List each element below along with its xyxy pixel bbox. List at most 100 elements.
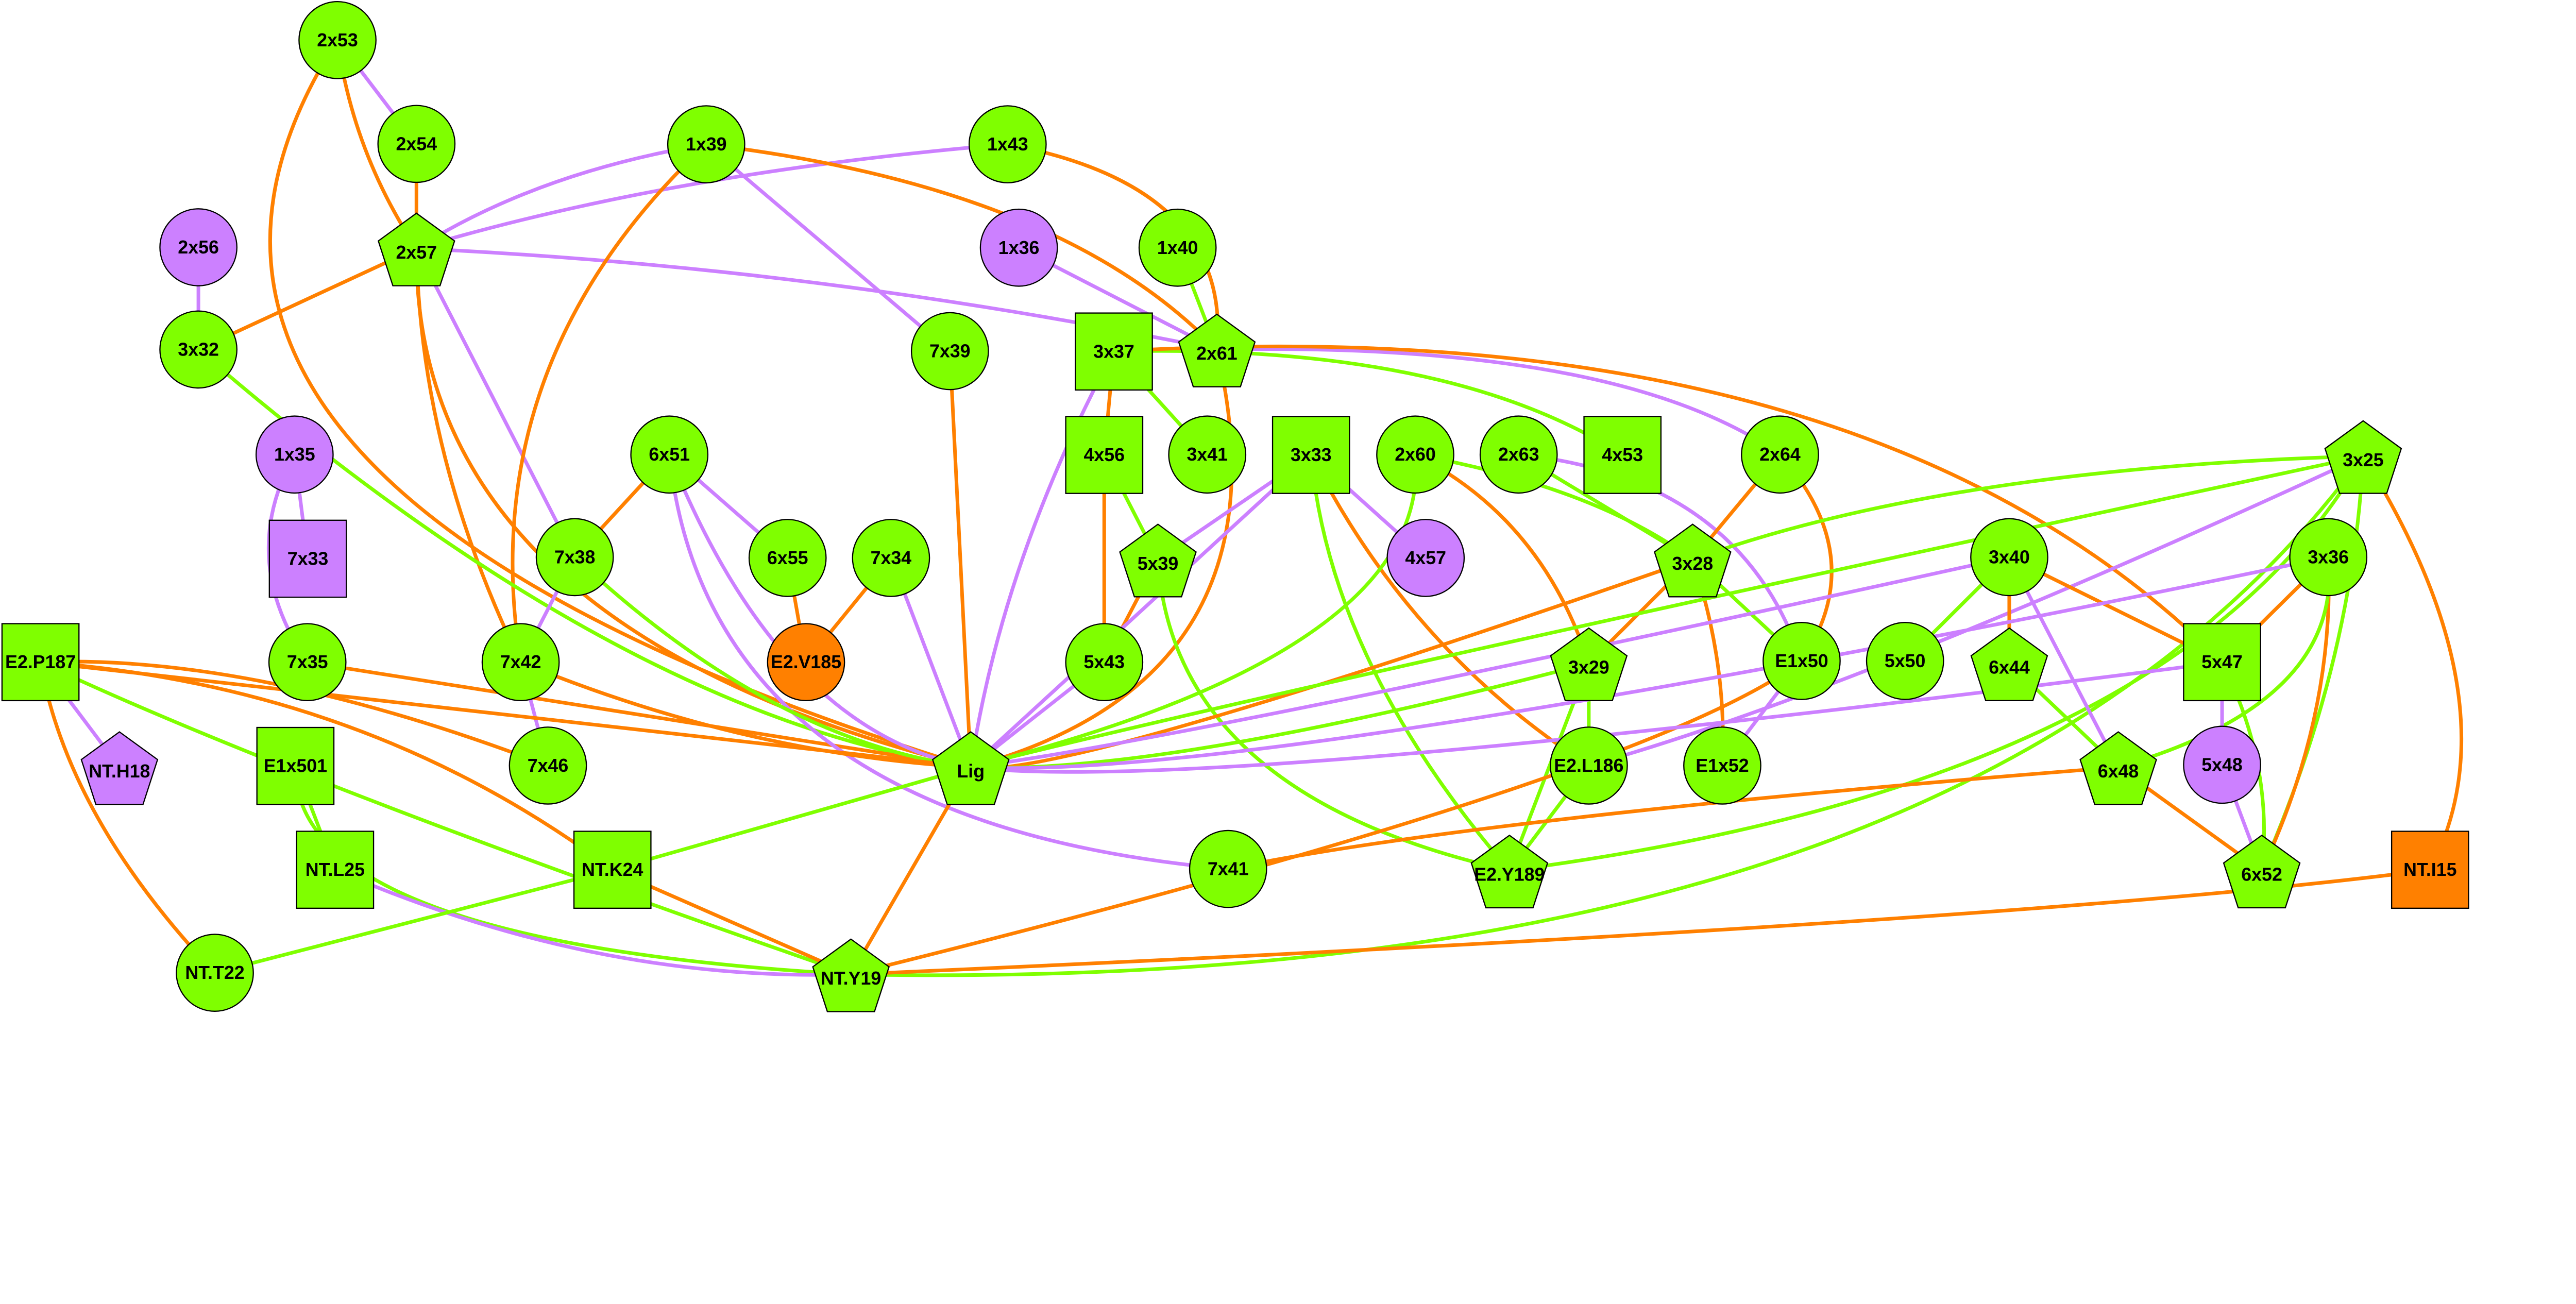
node-E1x52[interactable]: E1x52: [1683, 726, 1761, 805]
node-circle-shape: [1762, 622, 1841, 700]
node-square-shape: [2391, 831, 2469, 909]
node-7x38[interactable]: 7x38: [535, 518, 614, 597]
node-2x57[interactable]: 2x57: [377, 212, 455, 286]
edge-Lig-NT.K24: [611, 765, 973, 872]
node-1x43[interactable]: 1x43: [968, 105, 1047, 183]
node-2x60[interactable]: 2x60: [1376, 415, 1454, 494]
node-1x35[interactable]: 1x35: [255, 415, 334, 494]
node-E2.V185[interactable]: E2.V185: [767, 623, 845, 702]
edge-3x33-E2.L186: [1309, 453, 1591, 768]
node-pentagon-shape: [1470, 834, 1549, 909]
edge-1x43-2x57: [414, 142, 1010, 250]
node-E2.Y189[interactable]: E2.Y189: [1470, 834, 1549, 909]
node-7x34[interactable]: 7x34: [852, 519, 930, 597]
edge-NT.L25-NT.Y19: [333, 868, 853, 977]
node-label: 1x43: [987, 134, 1028, 155]
edge-3x37-5x47: [1112, 345, 2224, 664]
node-1x39[interactable]: 1x39: [667, 105, 745, 183]
node-pentagon-shape: [2079, 731, 2157, 805]
node-label: 1x36: [998, 238, 1040, 258]
node-label: 5x50: [1885, 651, 1926, 671]
node-layer: 2x53 2x54 2x56 2x57 3x32 1x39 1x43 1x36 1x40 7x39…: [1, 1, 2469, 1012]
node-label: 2x56: [178, 237, 219, 258]
node-label: 3x29: [1568, 657, 1609, 678]
edge-1x39-7x42: [511, 142, 708, 664]
node-NT.Y19[interactable]: NT.Y19: [812, 938, 890, 1012]
node-label: E1x501: [264, 756, 327, 776]
node-pentagon-shape: [1119, 523, 1197, 598]
node-7x41[interactable]: 7x41: [1189, 829, 1267, 908]
node-E2.L186[interactable]: E2.L186: [1550, 726, 1628, 805]
node-label: NT.L25: [306, 859, 365, 880]
edge-3x37-Lig: [969, 349, 1116, 769]
node-circle-shape: [1376, 415, 1454, 494]
node-5x50[interactable]: 5x50: [1866, 622, 1944, 700]
node-2x61[interactable]: 2x61: [1178, 313, 1256, 387]
node-pentagon-shape: [1970, 627, 2048, 701]
node-1x36[interactable]: 1x36: [979, 208, 1058, 287]
node-label: E1x52: [1696, 755, 1749, 776]
node-5x39[interactable]: 5x39: [1119, 523, 1197, 598]
node-3x32[interactable]: 3x32: [159, 310, 238, 389]
node-1x40[interactable]: 1x40: [1138, 208, 1217, 287]
node-4x57[interactable]: 4x57: [1386, 519, 1465, 597]
node-label: 2x54: [396, 133, 437, 154]
edge-7x35-Lig: [306, 660, 973, 769]
node-3x29[interactable]: 3x29: [1550, 627, 1628, 701]
node-circle-shape: [1479, 415, 1558, 494]
node-7x39[interactable]: 7x39: [910, 312, 989, 391]
node-NT.H18[interactable]: NT.H18: [80, 731, 159, 805]
node-2x56[interactable]: 2x56: [159, 208, 238, 286]
node-2x53[interactable]: 2x53: [298, 1, 377, 79]
node-circle-shape: [268, 623, 347, 702]
node-E2.P187[interactable]: E2.P187: [1, 623, 80, 702]
node-6x51[interactable]: 6x51: [630, 415, 709, 494]
edge-3x25-NT.Y19: [849, 454, 2365, 977]
node-3x40[interactable]: 3x40: [1970, 518, 2048, 597]
node-7x46[interactable]: 7x46: [509, 726, 587, 805]
node-2x63[interactable]: 2x63: [1479, 415, 1558, 494]
node-2x64[interactable]: 2x64: [1741, 415, 1819, 494]
node-6x55[interactable]: 6x55: [748, 519, 827, 597]
edge-1x39-2x57: [414, 142, 708, 250]
node-4x56[interactable]: 4x56: [1065, 416, 1144, 494]
node-3x41[interactable]: 3x41: [1168, 415, 1247, 494]
node-7x33[interactable]: 7x33: [268, 519, 347, 598]
node-7x35[interactable]: 7x35: [268, 623, 347, 702]
node-circle-shape: [767, 623, 845, 702]
node-6x48[interactable]: 6x48: [2079, 731, 2157, 805]
node-label: E2.L186: [1554, 755, 1623, 776]
node-5x47[interactable]: 5x47: [2183, 623, 2261, 702]
node-NT.L25[interactable]: NT.L25: [296, 831, 375, 909]
node-5x43[interactable]: 5x43: [1065, 623, 1144, 702]
node-circle-shape: [1866, 622, 1944, 700]
node-NT.I15[interactable]: NT.I15: [2391, 831, 2469, 909]
node-label: 1x40: [1157, 238, 1198, 258]
node-2x54[interactable]: 2x54: [377, 105, 456, 183]
node-NT.K24[interactable]: NT.K24: [573, 831, 652, 909]
node-3x37[interactable]: 3x37: [1075, 312, 1153, 391]
node-E1x50[interactable]: E1x50: [1762, 622, 1841, 700]
node-label: 7x33: [287, 548, 329, 569]
node-3x33[interactable]: 3x33: [1272, 416, 1350, 494]
node-3x25[interactable]: 3x25: [2324, 420, 2402, 494]
node-label: NT.H18: [89, 761, 150, 782]
edge-3x33-Lig: [969, 453, 1313, 769]
node-5x48[interactable]: 5x48: [2183, 725, 2261, 804]
node-square-shape: [1075, 312, 1153, 391]
node-7x42[interactable]: 7x42: [481, 623, 560, 702]
node-4x53[interactable]: 4x53: [1583, 416, 1662, 494]
node-3x36[interactable]: 3x36: [2289, 518, 2368, 597]
node-circle-shape: [852, 519, 930, 597]
node-6x52[interactable]: 6x52: [2223, 834, 2301, 909]
node-label: 6x51: [649, 444, 690, 465]
node-NT.T22[interactable]: NT.T22: [176, 934, 254, 1012]
node-3x28[interactable]: 3x28: [1654, 523, 1732, 598]
node-E1x501[interactable]: E1x501: [256, 726, 335, 805]
node-circle-shape: [1386, 519, 1465, 597]
node-circle-shape: [667, 105, 745, 183]
node-label: 2x60: [1395, 444, 1436, 465]
node-Lig[interactable]: Lig: [931, 731, 1010, 805]
node-6x44[interactable]: 6x44: [1970, 627, 2048, 701]
edge-7x42-Lig: [519, 660, 973, 769]
